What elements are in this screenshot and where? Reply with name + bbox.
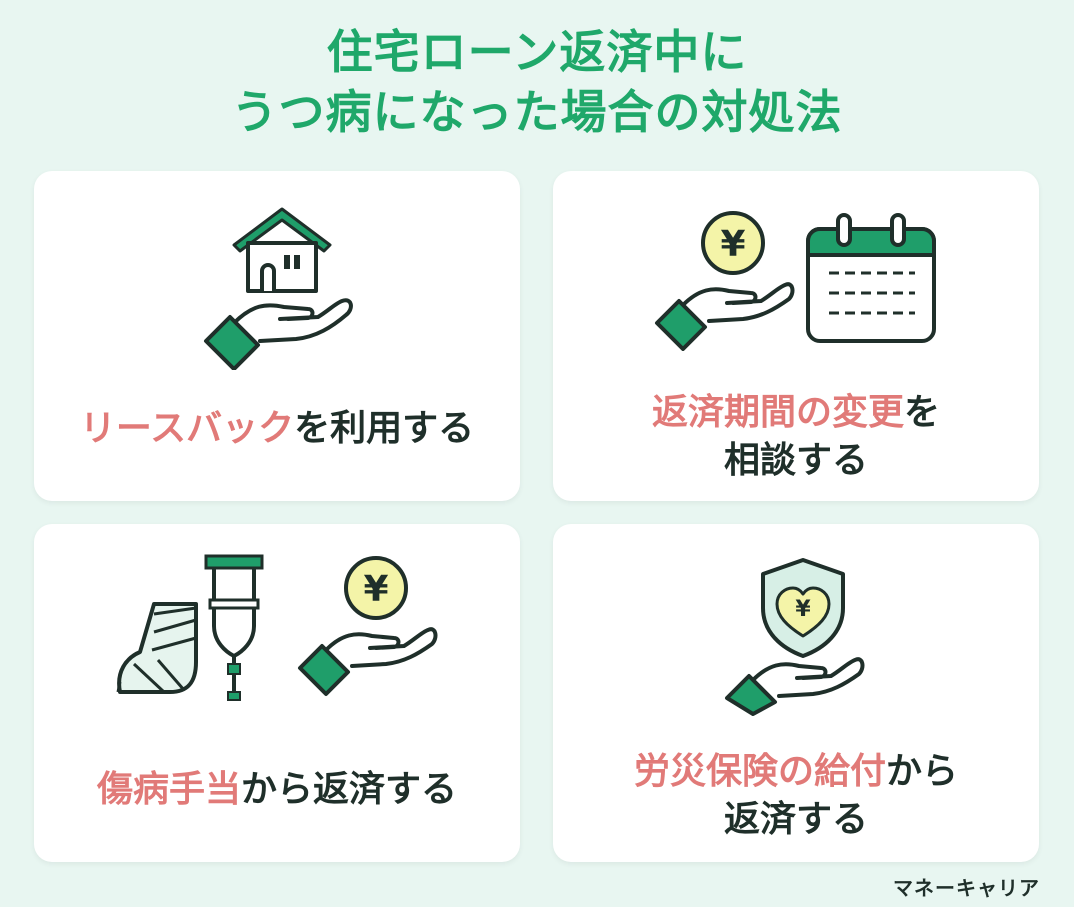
card-label: リースバックを利用する <box>34 405 520 453</box>
card-label: 傷病手当から返済する <box>34 766 520 814</box>
label-rest: から <box>886 751 959 792</box>
card-label: 労災保険の給付から 返済する <box>553 748 1039 844</box>
card-label: 返済期間の変更を 相談する <box>553 389 1039 485</box>
label-line-1: 返済期間の変更を <box>553 389 1039 437</box>
card-sickness-allowance: ¥ 傷病手当から返済する <box>34 524 520 862</box>
yen-coin-calendar-icon: ¥ <box>655 211 936 351</box>
page-title: 住宅ローン返済中に うつ病になった場合の対処法 <box>0 22 1074 142</box>
label-rest: から返済する <box>241 769 458 810</box>
coin-yen-symbol: ¥ <box>363 569 388 610</box>
label-accent: リースバック <box>79 408 295 449</box>
brand-logo-text: マネーキャリア <box>893 876 1040 900</box>
label-rest: を利用する <box>294 408 475 449</box>
title-line-2: うつ病になった場合の対処法 <box>231 85 843 139</box>
coin-yen-symbol: ¥ <box>720 224 745 265</box>
card-repayment-period-change: ¥ 返済期間の変更を 相談する <box>553 171 1039 501</box>
label-rest: を <box>904 392 941 433</box>
label-accent: 傷病手当 <box>96 769 241 810</box>
card-workers-compensation: ¥ 労災保険の給付から 返済する <box>553 524 1039 862</box>
house-on-hand-icon <box>204 207 353 370</box>
heart-yen-symbol: ¥ <box>795 597 811 622</box>
title-line-1: 住宅ローン返済中に <box>326 25 748 79</box>
label-accent: 労災保険の給付 <box>633 751 886 792</box>
label-line-2: 相談する <box>723 440 868 481</box>
label-line-2: 返済する <box>723 799 868 840</box>
label-line-1: 労災保険の給付から <box>553 748 1039 796</box>
card-leaseback: リースバックを利用する <box>34 171 520 501</box>
shield-heart-yen-icon: ¥ <box>725 558 865 716</box>
label-accent: 返済期間の変更 <box>651 392 904 433</box>
injured-leg-crutch-yen-icon: ¥ <box>116 554 438 701</box>
